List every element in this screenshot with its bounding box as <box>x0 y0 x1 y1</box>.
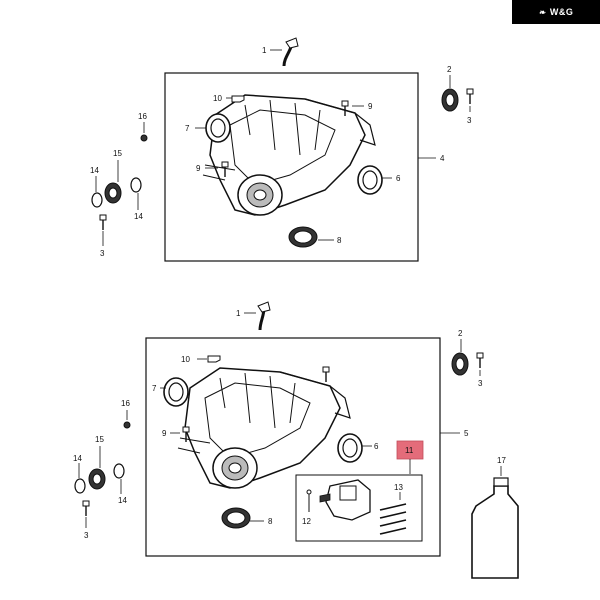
brand-mark-icon: ❧ <box>538 7 546 17</box>
part-seal <box>357 165 383 195</box>
callout-label: 7 <box>185 124 190 133</box>
callout-label: 10 <box>181 355 190 364</box>
part-actuator <box>319 479 371 521</box>
part-bolt <box>466 88 474 105</box>
callout-label: 1 <box>236 309 241 318</box>
part-pin <box>306 489 312 512</box>
callout-label: 16 <box>138 112 147 121</box>
callout-label: 13 <box>394 483 403 492</box>
part-washer <box>91 192 103 208</box>
part-flange-nut <box>104 182 122 204</box>
callout-label: 8 <box>268 517 273 526</box>
callout-label: 16 <box>121 399 130 408</box>
callout-label: 9 <box>368 102 373 111</box>
callout-label: 17 <box>497 456 506 465</box>
callout-label: 8 <box>337 236 342 245</box>
part-pinion-seal <box>221 507 251 529</box>
part-bolt <box>99 214 107 231</box>
callout-label: 12 <box>302 517 311 526</box>
callout-label: 6 <box>396 174 401 183</box>
callout-label: 3 <box>100 249 105 258</box>
part-seal <box>205 113 231 143</box>
callout-label: 15 <box>113 149 122 158</box>
callout-label-highlighted: 11 <box>405 446 414 455</box>
part-vent-tube <box>257 301 271 331</box>
callout-label: 14 <box>73 454 82 463</box>
part-breather <box>207 355 221 363</box>
callout-label: 9 <box>162 429 167 438</box>
callout-label: 3 <box>84 531 89 540</box>
callout-label: 10 <box>213 94 222 103</box>
part-plug <box>123 421 131 429</box>
part-seal <box>163 377 189 407</box>
callout-label: 6 <box>374 442 379 451</box>
brand-logo: ❧ W&G <box>512 0 600 24</box>
brand-logo-text: W&G <box>549 7 574 17</box>
part-bolt <box>476 352 484 369</box>
part-breather <box>231 95 245 103</box>
callout-label: 5 <box>464 429 469 438</box>
callout-label: 2 <box>458 329 463 338</box>
callout-label: 9 <box>196 164 201 173</box>
actuator-subassembly-frame <box>295 474 423 542</box>
differential-housing-bottom <box>177 367 351 489</box>
part-vent-tube <box>282 37 299 67</box>
callout-label: 2 <box>447 65 452 74</box>
callout-label: 14 <box>90 166 99 175</box>
part-pinion-seal <box>288 226 318 248</box>
part-washer <box>74 478 86 494</box>
part-actuator-bolts <box>379 503 407 535</box>
part-seal <box>337 433 363 463</box>
callout-label: 15 <box>95 435 104 444</box>
callout-label: 14 <box>118 496 127 505</box>
part-bolt <box>82 500 90 517</box>
callout-label: 3 <box>467 116 472 125</box>
part-pinion-nut <box>441 88 459 112</box>
callout-label: 7 <box>152 384 157 393</box>
part-pinion-nut <box>451 352 469 376</box>
part-washer <box>113 463 125 479</box>
part-washer <box>130 177 142 193</box>
callout-label: 1 <box>262 46 267 55</box>
callout-label: 4 <box>440 154 445 163</box>
bottom-assembly: 1 2 3 5 6 7 8 <box>73 301 519 579</box>
part-flange-nut <box>88 468 106 490</box>
bottom-assembly-frame <box>145 337 441 557</box>
part-plug <box>140 134 148 142</box>
callout-label: 3 <box>478 379 483 388</box>
top-assembly: 1 2 3 4 6 7 8 <box>90 37 474 262</box>
part-bolt <box>322 366 330 383</box>
top-assembly-frame <box>164 72 419 262</box>
oil-bottle <box>471 466 519 579</box>
callout-label: 14 <box>134 212 143 221</box>
differential-housing-top <box>202 94 376 216</box>
